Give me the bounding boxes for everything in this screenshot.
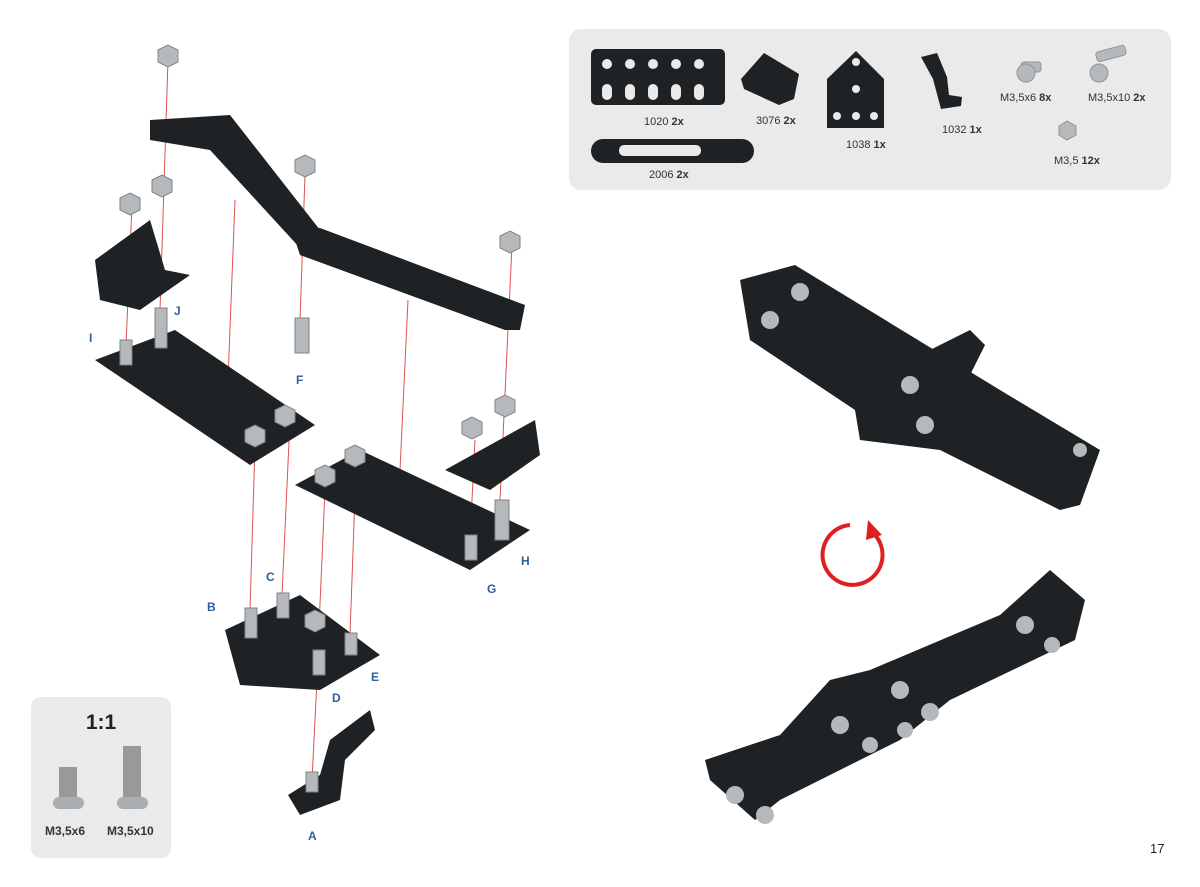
label-J: J: [174, 304, 181, 318]
bracket-assembled-top: [930, 330, 985, 395]
parts-list-panel: 1020 2x 3076 2x 1038 1x 1032 1x M3,5x6 8…: [569, 29, 1171, 190]
plate-1038: [225, 595, 380, 690]
label-H: H: [521, 554, 530, 568]
bracket-3076-left: [95, 220, 190, 310]
label-E: E: [371, 670, 380, 684]
assembled-hardware: [726, 283, 1087, 824]
rotate-arrow-icon: [820, 523, 885, 587]
part-m35-nut-label: M3,5 12x: [1054, 155, 1100, 167]
scale-label-m35x6: M3,5x6: [45, 824, 86, 838]
label-G: G: [487, 582, 497, 596]
bracket-3076-icon: [741, 53, 799, 105]
hardware: [119, 44, 521, 793]
label-C: C: [266, 570, 275, 584]
plate-1020-icon: [591, 49, 725, 105]
page-number: 17: [1150, 841, 1165, 856]
label-A: A: [308, 829, 317, 843]
bar-2006-a: [150, 115, 320, 248]
label-F: F: [296, 373, 304, 387]
bar-2006-b: [290, 225, 525, 330]
part-3076-label: 3076 2x: [756, 115, 796, 127]
parts-icons: [591, 44, 1127, 163]
label-D: D: [332, 691, 341, 705]
part-m35x10-label: M3,5x10 2x: [1088, 92, 1146, 104]
nut-m35-icon: [1058, 120, 1077, 141]
screw-m35x6-thread: [59, 767, 77, 799]
label-B: B: [207, 600, 216, 614]
screw-m35x10-icon: [1095, 44, 1127, 63]
part-1038-label: 1038 1x: [846, 139, 886, 151]
part-m35x6-label: M3,5x6 8x: [1000, 92, 1052, 104]
part-1020-label: 1020 2x: [644, 116, 684, 128]
scale-title: 1:1: [85, 711, 117, 734]
assembled-view-top: [740, 265, 1100, 510]
bracket-3076-right: [445, 420, 540, 490]
screw-m35x10-thread: [123, 746, 141, 799]
part-1032-label: 1032 1x: [942, 124, 982, 136]
scale-screws: [53, 746, 148, 809]
scale-label-m35x10: M3,5x10: [107, 824, 154, 838]
bracket-1032: [288, 710, 375, 815]
scale-reference-panel: 1:1 M3,5x6 M3,5x10: [31, 697, 171, 858]
bracket-1032-icon: [921, 53, 962, 109]
label-I: I: [89, 331, 93, 345]
part-2006-label: 2006 2x: [649, 169, 689, 181]
